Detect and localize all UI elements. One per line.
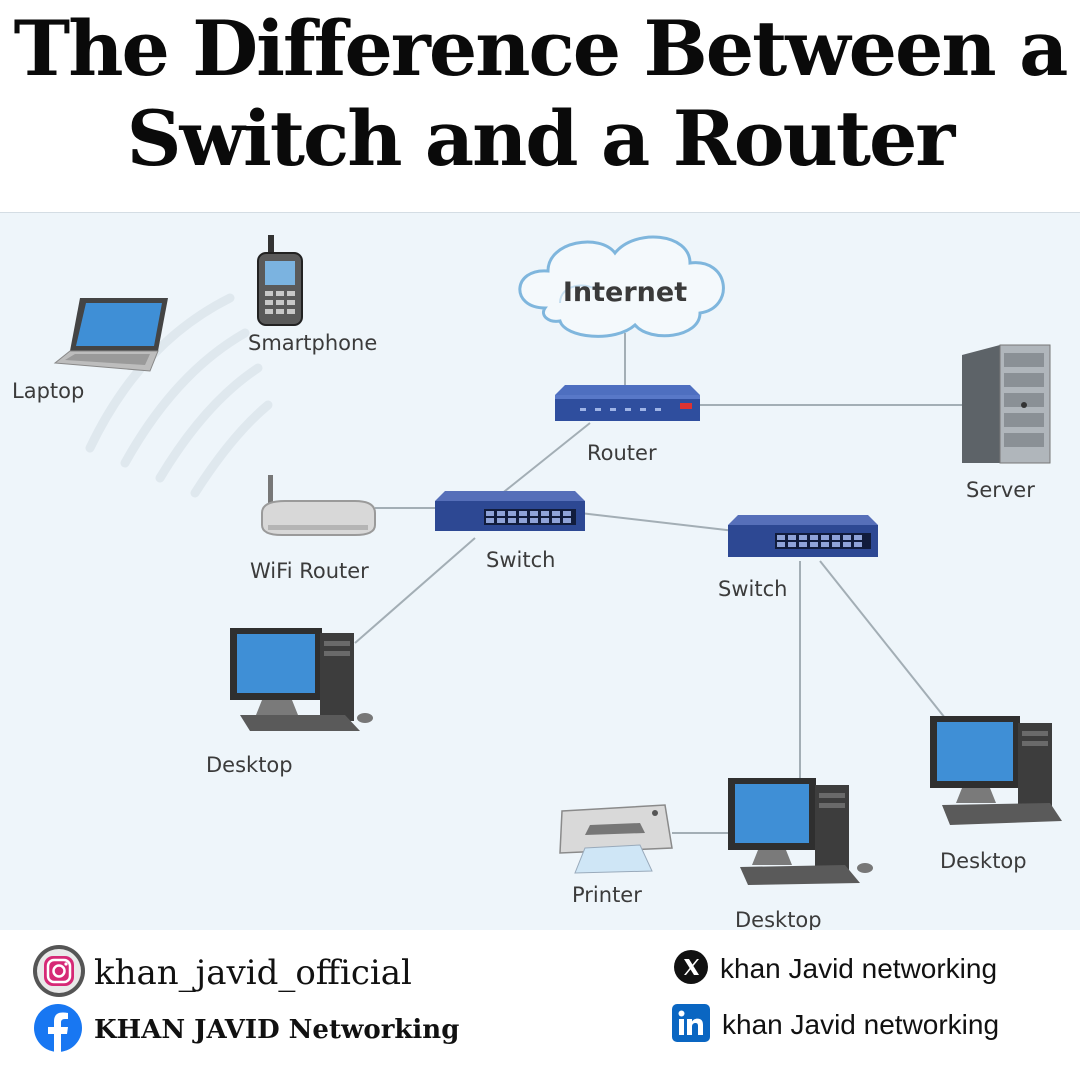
internet-cloud-icon: Internet bbox=[518, 235, 725, 338]
x-logo-icon bbox=[674, 950, 708, 988]
label-wifi-router: WiFi Router bbox=[250, 559, 369, 583]
label-smartphone: Smartphone bbox=[248, 331, 378, 355]
label-switch-2: Switch bbox=[718, 577, 788, 601]
linkedin-profile[interactable]: khan Javid networking bbox=[672, 1004, 999, 1046]
router-icon bbox=[555, 385, 700, 421]
linkedin-text: khan Javid networking bbox=[722, 1009, 1000, 1040]
page-title: The Difference Between a Switch and a Ro… bbox=[0, 4, 1080, 184]
laptop-icon bbox=[53, 298, 168, 372]
instagram-handle[interactable]: khan_javid_official bbox=[32, 944, 412, 1002]
diagram-canvas: Internet bbox=[53, 235, 1062, 885]
facebook-text: KHAN JAVID Networking bbox=[94, 1015, 460, 1045]
label-desktop-3: Desktop bbox=[940, 849, 1027, 873]
link-switch1-switch2 bbox=[579, 512, 736, 532]
network-diagram: Internet bbox=[0, 212, 1080, 932]
instagram-text: khan_javid_official bbox=[94, 953, 412, 993]
desktop-1-icon bbox=[230, 628, 373, 731]
label-server: Server bbox=[966, 478, 1035, 502]
connection-lines bbox=[354, 333, 965, 834]
x-text: khan Javid networking bbox=[720, 953, 998, 984]
switch-2-icon bbox=[728, 515, 878, 557]
social-footer: khan_javid_official KHAN JAVID Networkin… bbox=[0, 930, 1080, 1080]
link-switch1-desktop1 bbox=[354, 537, 476, 644]
label-desktop-1: Desktop bbox=[206, 753, 293, 777]
desktop-3-icon bbox=[930, 716, 1062, 825]
x-profile[interactable]: khan Javid networking bbox=[674, 950, 997, 988]
instagram-icon bbox=[32, 944, 86, 1002]
title-line-1: The Difference Between a bbox=[13, 4, 1069, 93]
switch-1-icon bbox=[435, 491, 585, 531]
wifi-waves bbox=[85, 293, 273, 498]
link-router-switch1 bbox=[499, 422, 591, 496]
facebook-page[interactable]: KHAN JAVID Networking bbox=[34, 1004, 459, 1056]
linkedin-icon bbox=[672, 1004, 710, 1046]
link-switch2-desktop3 bbox=[819, 560, 946, 719]
title-line-2: Switch and a Router bbox=[126, 94, 956, 183]
label-desktop-2: Desktop bbox=[735, 908, 822, 932]
desktop-2-icon bbox=[728, 778, 873, 885]
label-laptop: Laptop bbox=[12, 379, 85, 403]
label-switch-1: Switch bbox=[486, 548, 556, 572]
wifi-router-icon bbox=[261, 475, 376, 536]
facebook-icon bbox=[34, 1004, 82, 1056]
printer-icon bbox=[559, 804, 673, 874]
server-icon bbox=[962, 344, 1051, 464]
label-printer: Printer bbox=[572, 883, 642, 907]
cloud-label: Internet bbox=[563, 277, 687, 308]
label-router: Router bbox=[587, 441, 657, 465]
smartphone-icon bbox=[257, 235, 303, 326]
